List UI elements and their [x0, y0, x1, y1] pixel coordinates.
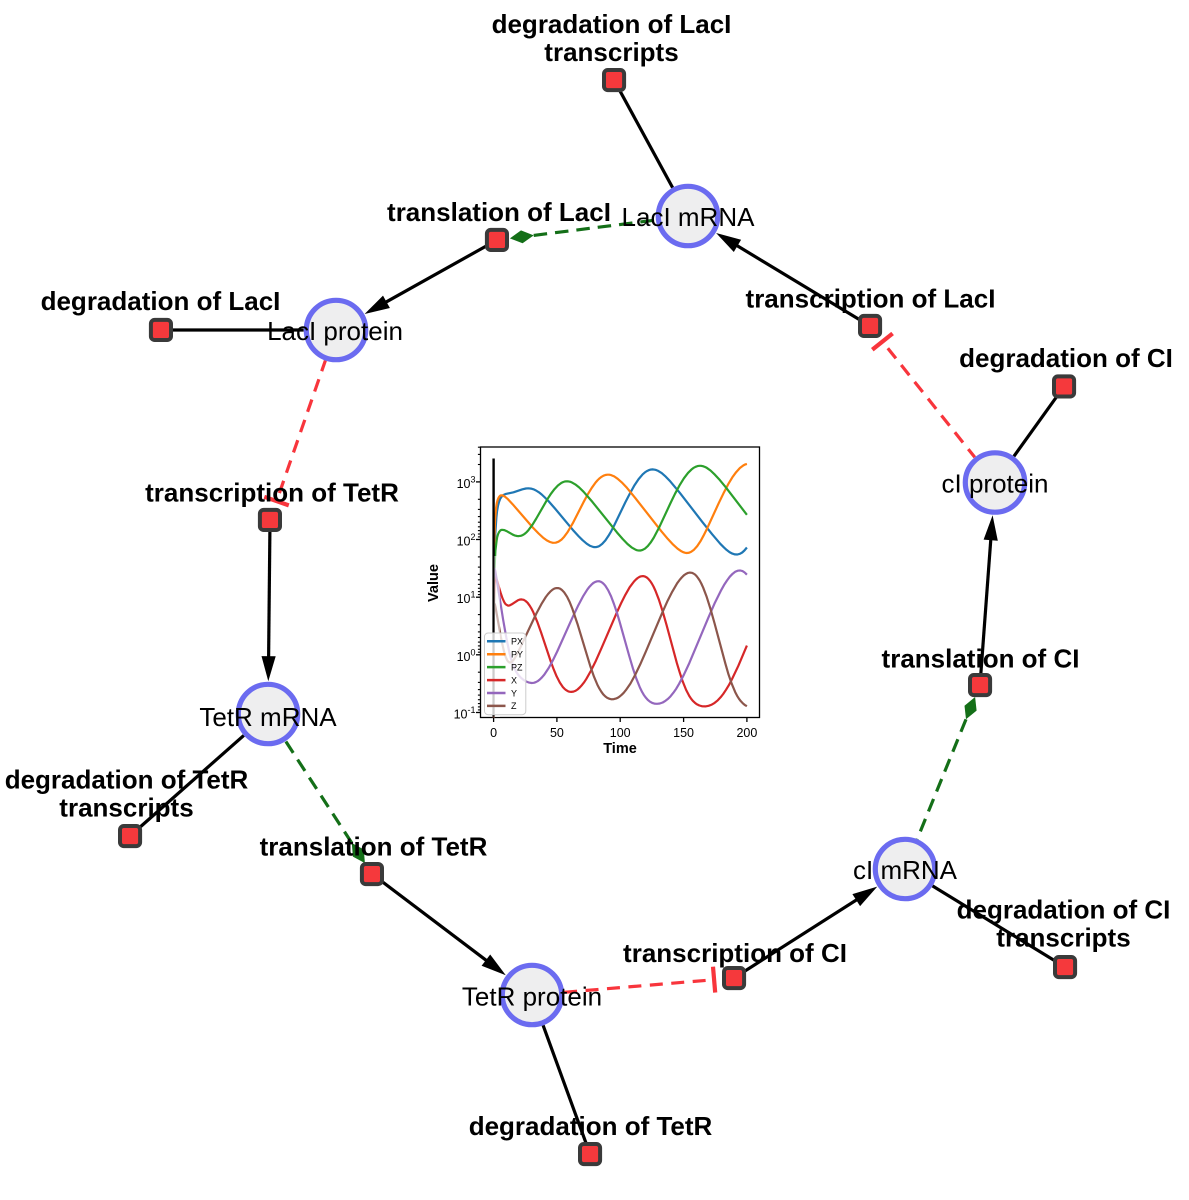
svg-text:100: 100	[610, 726, 631, 740]
svg-text:200: 200	[736, 726, 757, 740]
svg-text:PY: PY	[511, 650, 523, 660]
svg-text:transcripts: transcripts	[996, 923, 1130, 953]
svg-text:PX: PX	[511, 637, 523, 647]
svg-text:transcripts: transcripts	[544, 37, 678, 67]
svg-text:transcription of TetR: transcription of TetR	[145, 478, 399, 508]
svg-text:translation of LacI: translation of LacI	[387, 197, 611, 227]
svg-text:transcription of LacI: transcription of LacI	[746, 284, 996, 314]
svg-text:PZ: PZ	[511, 662, 523, 672]
svg-text:LacI protein: LacI protein	[267, 316, 403, 346]
svg-text:degradation of TetR: degradation of TetR	[469, 1111, 713, 1141]
svg-text:LacI mRNA: LacI mRNA	[622, 202, 756, 232]
svg-text:translation of TetR: translation of TetR	[260, 832, 488, 862]
svg-text:TetR mRNA: TetR mRNA	[199, 702, 337, 732]
svg-text:Z: Z	[511, 701, 517, 711]
svg-text:transcripts: transcripts	[59, 793, 193, 823]
svg-text:Y: Y	[511, 688, 517, 698]
svg-text:TetR protein: TetR protein	[462, 982, 602, 1012]
svg-text:cI protein: cI protein	[942, 469, 1049, 499]
svg-text:degradation of LacI: degradation of LacI	[492, 9, 732, 39]
svg-text:Value: Value	[426, 564, 442, 602]
svg-text:degradation of CI: degradation of CI	[959, 343, 1173, 373]
svg-text:Time: Time	[603, 741, 637, 757]
svg-text:degradation of TetR: degradation of TetR	[5, 765, 249, 795]
svg-text:transcription of CI: transcription of CI	[623, 938, 847, 968]
svg-text:50: 50	[550, 726, 564, 740]
svg-text:cI mRNA: cI mRNA	[853, 855, 958, 885]
svg-text:translation of CI: translation of CI	[882, 644, 1080, 674]
svg-text:degradation of CI: degradation of CI	[957, 895, 1171, 925]
svg-text:X: X	[511, 675, 517, 685]
svg-text:degradation of LacI: degradation of LacI	[41, 286, 281, 316]
svg-text:0: 0	[490, 726, 497, 740]
svg-text:150: 150	[673, 726, 694, 740]
